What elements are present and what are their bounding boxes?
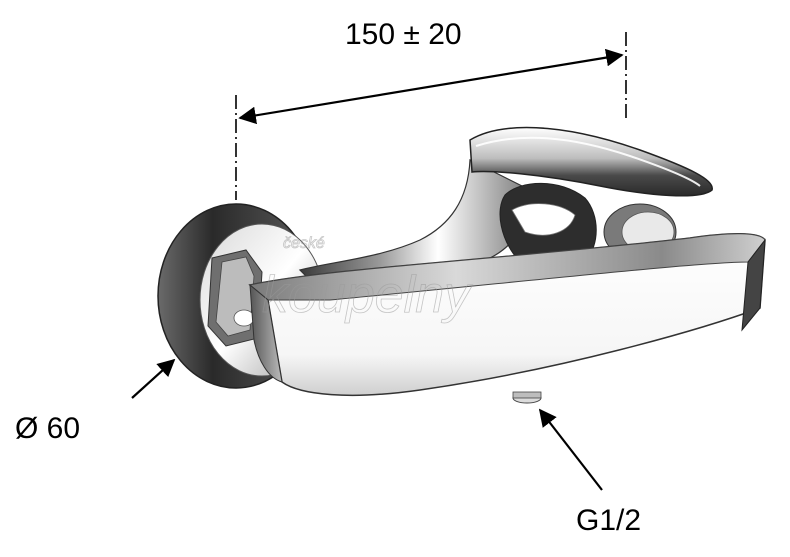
watermark-line1: české	[283, 235, 325, 252]
length-label: 150 ± 20	[345, 18, 462, 51]
length-dimension-arrow	[238, 48, 624, 125]
dimension-lines	[131, 32, 627, 491]
faucet-body	[248, 232, 766, 404]
connection-label: G1/2	[576, 504, 641, 537]
connection-leader-arrow	[538, 408, 603, 491]
dimension-labels: 150 ± 20 Ø 60 G1/2	[15, 18, 641, 537]
lever-handle	[469, 126, 713, 197]
watermark-line2: koupelny	[262, 266, 473, 324]
faucet-illustration: české koupelny	[157, 126, 766, 404]
diameter-leader-arrow	[131, 358, 176, 399]
diameter-label: Ø 60	[15, 412, 80, 445]
watermark: české koupelny	[262, 235, 474, 325]
